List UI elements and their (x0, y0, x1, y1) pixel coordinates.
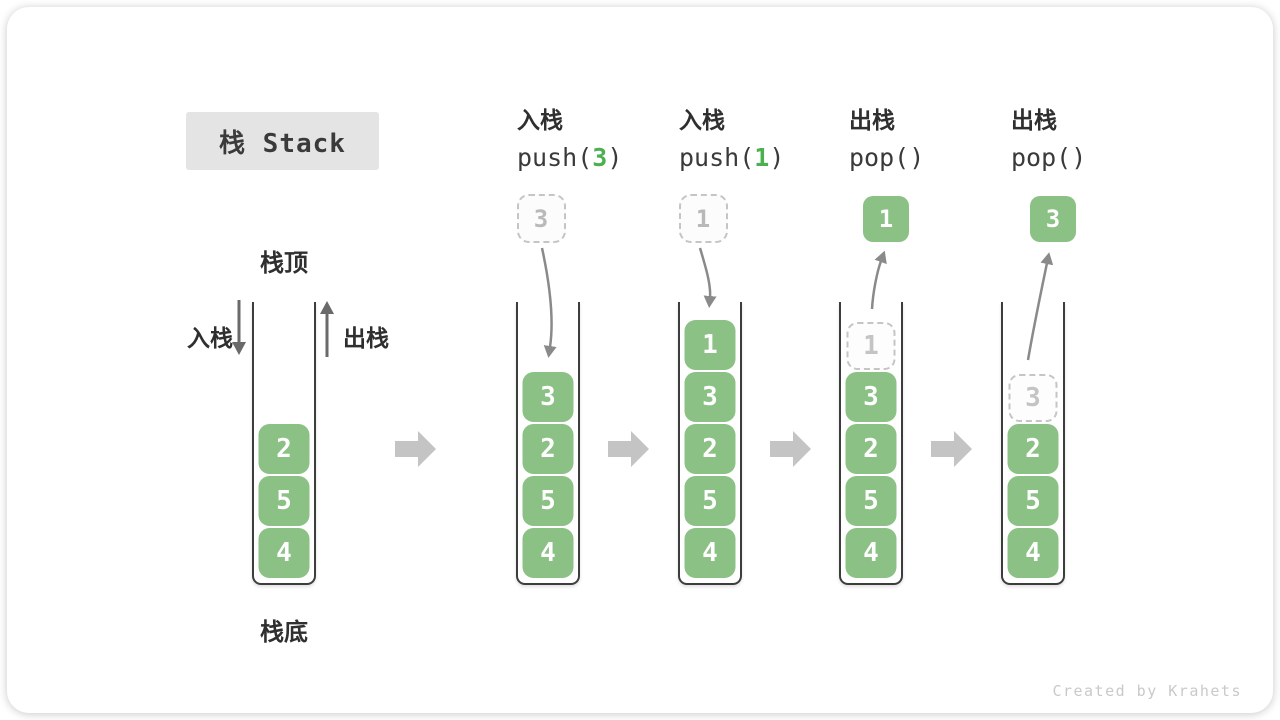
stack-cell: 2 (845, 424, 897, 474)
operation-call: push(1) (679, 143, 849, 172)
watermark: Created by Krahets (1052, 682, 1242, 700)
stack-cell: 2 (258, 424, 310, 474)
call-argument: 3 (592, 143, 608, 172)
operation-label: 出栈 (849, 107, 895, 133)
stack-cell: 3 (684, 372, 736, 422)
operation-call: push(3) (517, 143, 687, 172)
operation-header-after-push-3: 入栈 push(3) (517, 106, 687, 172)
call-suffix: ) (769, 143, 785, 172)
call-prefix: push( (517, 143, 593, 172)
call-argument: 1 (754, 143, 770, 172)
stack-bottom-label: 栈底 (260, 619, 308, 646)
operation-label: 入栈 (517, 107, 563, 133)
operation-header-after-pop-3: 出栈 pop() (1011, 106, 1181, 172)
stack-cell: 5 (1007, 476, 1059, 526)
operation-label: 入栈 (679, 107, 725, 133)
call-suffix: ) (1071, 143, 1087, 172)
stack-cell: 3 (845, 372, 897, 422)
popped-element: 3 (1030, 196, 1076, 242)
push-flow-arrow (698, 247, 717, 308)
stack-cell: 5 (684, 476, 736, 526)
stack-cell: 1 (684, 320, 736, 370)
stack-cell: 4 (258, 528, 310, 578)
title-label: 栈 Stack (219, 128, 346, 159)
stack-cell: 4 (1007, 528, 1059, 578)
popped-element: 1 (863, 196, 909, 242)
call-prefix: push( (679, 143, 755, 172)
operation-call: pop() (1011, 143, 1181, 172)
pushed-element: 1 (678, 194, 728, 243)
call-suffix: ) (607, 143, 623, 172)
next-state-block-arrow (770, 431, 811, 467)
title-box: 栈 Stack (186, 112, 379, 170)
operation-label: 出栈 (1011, 107, 1057, 133)
push-side-label: 入栈 (187, 325, 233, 351)
stack-cell: 2 (522, 424, 574, 474)
next-state-block-arrow (608, 431, 649, 467)
stack-cell: 4 (522, 528, 574, 578)
pop-side-label: 出栈 (343, 325, 389, 351)
call-suffix: ) (909, 143, 925, 172)
call-prefix: pop( (1011, 143, 1072, 172)
operation-header-after-pop-1: 出栈 pop() (849, 106, 1019, 172)
operation-header-after-push-1: 入栈 push(1) (679, 106, 849, 172)
ghost-cell: 3 (1008, 374, 1058, 422)
next-state-block-arrow (395, 431, 436, 467)
ghost-cell: 1 (846, 322, 896, 370)
next-state-block-arrow (931, 431, 972, 467)
stack-cell: 5 (522, 476, 574, 526)
operation-call: pop() (849, 143, 1019, 172)
pushed-element: 3 (516, 194, 566, 243)
call-prefix: pop( (849, 143, 910, 172)
stack-cell: 3 (522, 372, 574, 422)
stack-top-label: 栈顶 (260, 250, 308, 277)
stack-cell: 2 (1007, 424, 1059, 474)
stack-cell: 4 (845, 528, 897, 578)
stack-cell: 5 (845, 476, 897, 526)
stack-cell: 2 (684, 424, 736, 474)
stack-cell: 5 (258, 476, 310, 526)
stack-cell: 4 (684, 528, 736, 578)
